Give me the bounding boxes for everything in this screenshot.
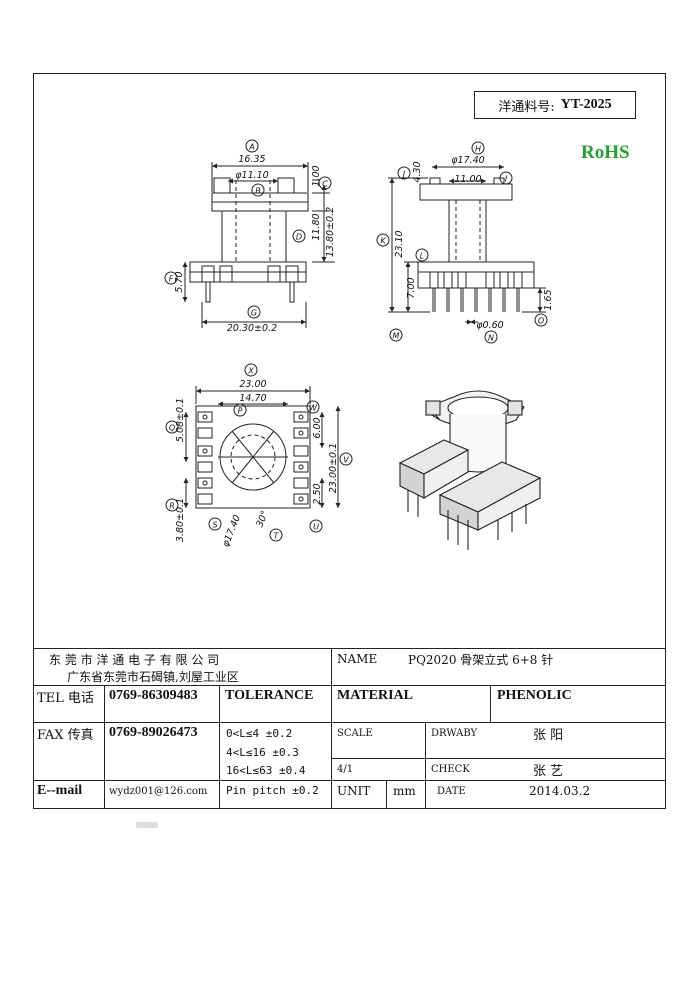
unit-label: UNIT	[337, 784, 371, 798]
dim-23-00-tol: 23.00±0.1	[328, 443, 339, 493]
label-t: T	[274, 532, 280, 541]
name-label: NAME	[337, 652, 378, 666]
dim-13-80: 13.80±0.2	[325, 207, 336, 257]
front-view	[164, 139, 335, 328]
label-s: S	[212, 521, 217, 530]
dim-3-80: 3.80±0.1	[175, 498, 186, 542]
label-w: W	[309, 404, 318, 413]
tel-value: 0769-86309483	[109, 688, 198, 703]
drawby-value: 张 阳	[533, 727, 564, 743]
dim-16-35: 16.35	[238, 154, 265, 165]
part-number-box: 洋通料号: YT-2025	[474, 91, 636, 119]
side-view	[376, 141, 548, 344]
rohs-mark: RoHS	[581, 142, 630, 163]
label-v: V	[343, 456, 349, 465]
scale-value: 4/1	[337, 763, 354, 775]
fax-value: 0769-89026473	[109, 725, 198, 740]
dim-1-65: 1.65	[543, 289, 554, 310]
tolerance-range-1: 0<L≤4 ±0.2	[226, 726, 293, 740]
label-k: K	[380, 237, 386, 246]
dim-23-10: 23.10	[394, 230, 405, 257]
label-p: P	[238, 407, 243, 416]
part-number-value: YT-2025	[560, 97, 612, 112]
drawing-frame	[33, 73, 666, 809]
dim-1-00: 1.00	[311, 165, 322, 186]
fax-label: FAX 传真	[37, 727, 94, 743]
label-o: O	[538, 317, 544, 326]
title-block: 东 莞 市 洋 通 电 子 有 限 公 司 广东省东莞市石碣镇,刘屋工业区 NA…	[33, 648, 666, 809]
dim-0-60: φ0.60	[476, 320, 503, 331]
label-a: A	[248, 143, 254, 152]
part-number-label: 洋通料号:	[498, 99, 555, 115]
label-i: I	[505, 175, 508, 184]
label-c: C	[322, 180, 328, 189]
dim-7-00: 7.00	[406, 277, 417, 298]
unit-value: mm	[393, 784, 416, 798]
check-value: 张 艺	[533, 763, 564, 779]
label-j: J	[401, 170, 406, 179]
date-label: DATE	[437, 785, 466, 797]
dim-23-00: 23.00	[239, 379, 266, 390]
isometric-view	[398, 390, 542, 550]
material-label: MATERIAL	[337, 688, 413, 703]
drawby-label: DRWABY	[431, 727, 478, 739]
date-value: 2014.03.2	[529, 784, 591, 798]
scan-smudge	[136, 822, 158, 828]
label-x: X	[247, 367, 254, 376]
dim-30deg: 30°	[254, 509, 271, 529]
label-u: U	[313, 523, 319, 532]
dim-11-10: φ11.10	[235, 170, 268, 181]
dim-11-80: 11.80	[311, 213, 322, 240]
label-b: B	[255, 187, 261, 196]
label-l: L	[420, 252, 424, 261]
label-d: D	[296, 233, 302, 242]
dim-5-70: 5.70	[174, 271, 185, 292]
dim-20-30: 20.30±0.2	[227, 323, 277, 334]
label-m: M	[393, 332, 400, 341]
label-n: N	[488, 334, 494, 343]
label-g: G	[251, 309, 257, 318]
label-q: Q	[169, 424, 175, 433]
name-value: PQ2020 骨架立式 6+8 针	[408, 652, 554, 667]
label-r: R	[169, 502, 175, 511]
label-f: F	[169, 275, 174, 284]
scale-label: SCALE	[337, 727, 373, 739]
tolerance-label: TOLERANCE	[225, 688, 314, 703]
dim-17-40-b: φ17.40	[220, 513, 243, 548]
check-label: CHECK	[431, 763, 470, 775]
bottom-view	[165, 363, 353, 542]
dim-17-40: φ17.40	[451, 155, 484, 166]
material-value: PHENOLIC	[497, 688, 572, 703]
dim-14-70: 14.70	[239, 393, 266, 404]
tolerance-range-2: 4<L≤16 ±0.3	[226, 745, 299, 759]
tolerance-pin-pitch: Pin pitch ±0.2	[226, 783, 319, 797]
label-h: H	[475, 145, 481, 154]
dim-5-08: 5.08±0.1	[175, 398, 186, 442]
technical-drawing: A B C D F G 16.35 φ11.10 20.30±0.2 1.00 …	[164, 139, 554, 550]
email-value: wydz001@126.com	[109, 785, 208, 797]
dim-4-30: 4.30	[412, 161, 423, 182]
company-name: 东 莞 市 洋 通 电 子 有 限 公 司	[49, 652, 220, 667]
dim-6-00: 6.00	[312, 417, 323, 438]
tel-label: TEL 电话	[37, 690, 94, 706]
company-address: 广东省东莞市石碣镇,刘屋工业区	[67, 669, 239, 684]
dim-11-00: 11.00	[454, 174, 481, 185]
dim-2-50: 2.50	[312, 483, 323, 504]
tolerance-range-3: 16<L≤63 ±0.4	[226, 763, 306, 777]
email-label: E--mail	[37, 783, 83, 798]
